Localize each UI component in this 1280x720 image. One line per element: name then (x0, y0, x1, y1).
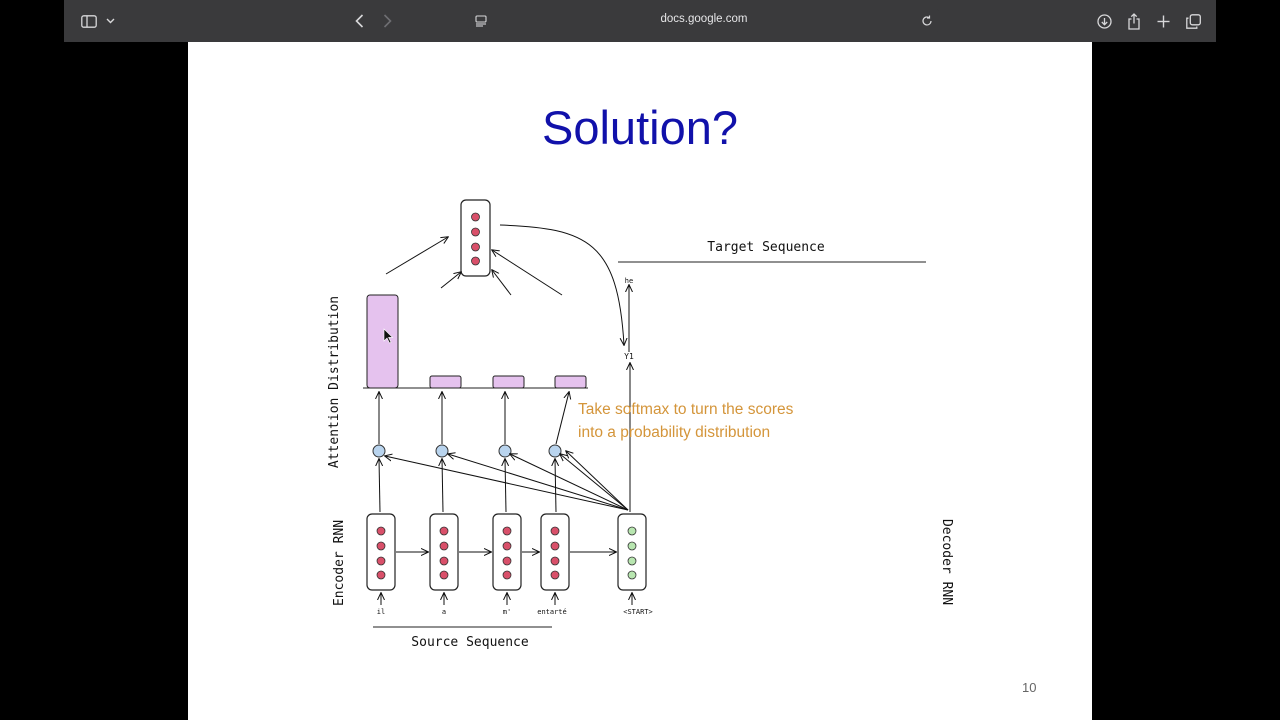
context-vector (460, 199, 491, 277)
url-text: docs.google.com (660, 13, 748, 25)
share-icon[interactable] (1126, 11, 1142, 31)
page-icon (474, 14, 488, 28)
softmax-note: Take softmax to turn the scores into a p… (578, 398, 793, 444)
score-arrows (379, 285, 630, 513)
softmax-note-line-1: Take softmax to turn the scores (578, 401, 794, 418)
address-bar[interactable]: docs.google.com (468, 8, 940, 33)
score-nodes (372, 444, 562, 458)
y1-label: Y1 (624, 352, 634, 361)
source-token-3: m' (503, 608, 511, 616)
page-number: 10 (1022, 680, 1037, 695)
source-sequence-label: Source Sequence (411, 635, 529, 650)
download-icon[interactable] (1096, 11, 1112, 31)
encoder-rnn-label: Encoder RNN (332, 520, 347, 606)
attention-bar-4 (554, 375, 587, 389)
cursor-icon (383, 328, 394, 344)
source-token-2: a (442, 608, 446, 616)
reload-icon[interactable] (920, 14, 934, 28)
softmax-note-line-2: into a probability distribution (578, 424, 771, 441)
input-arrows (381, 593, 632, 605)
decoder-cell (617, 513, 647, 591)
attention-distribution-label: Attention Distribution (327, 296, 342, 468)
chevron-down-icon[interactable] (104, 11, 116, 31)
start-token: <START> (623, 608, 653, 616)
plus-icon[interactable] (1155, 11, 1171, 31)
attention-bar-3 (492, 375, 525, 389)
source-token-1: il (377, 608, 385, 616)
forward-icon[interactable] (380, 11, 394, 31)
back-icon[interactable] (352, 11, 366, 31)
source-token-4: entarté (537, 608, 567, 616)
slide: Solution? (188, 42, 1092, 720)
attention-bar-1 (366, 294, 399, 389)
context-vector-dots (471, 212, 480, 266)
attention-diagram: Target Sequence Source Sequence he Y1 <S… (327, 199, 954, 650)
decoder-rnn-label: Decoder RNN (939, 519, 954, 605)
attention-bar-2 (429, 375, 462, 389)
slide-title: Solution? (542, 101, 738, 154)
browser-toolbar: docs.google.com (64, 0, 1216, 42)
context-arrows (385, 224, 624, 345)
target-sequence-label: Target Sequence (707, 240, 825, 255)
tabs-icon[interactable] (1184, 11, 1202, 31)
attention-bars (363, 294, 588, 389)
encoder-cells (366, 513, 570, 591)
sidebar-icon[interactable] (80, 11, 98, 31)
output-word: he (625, 277, 633, 285)
